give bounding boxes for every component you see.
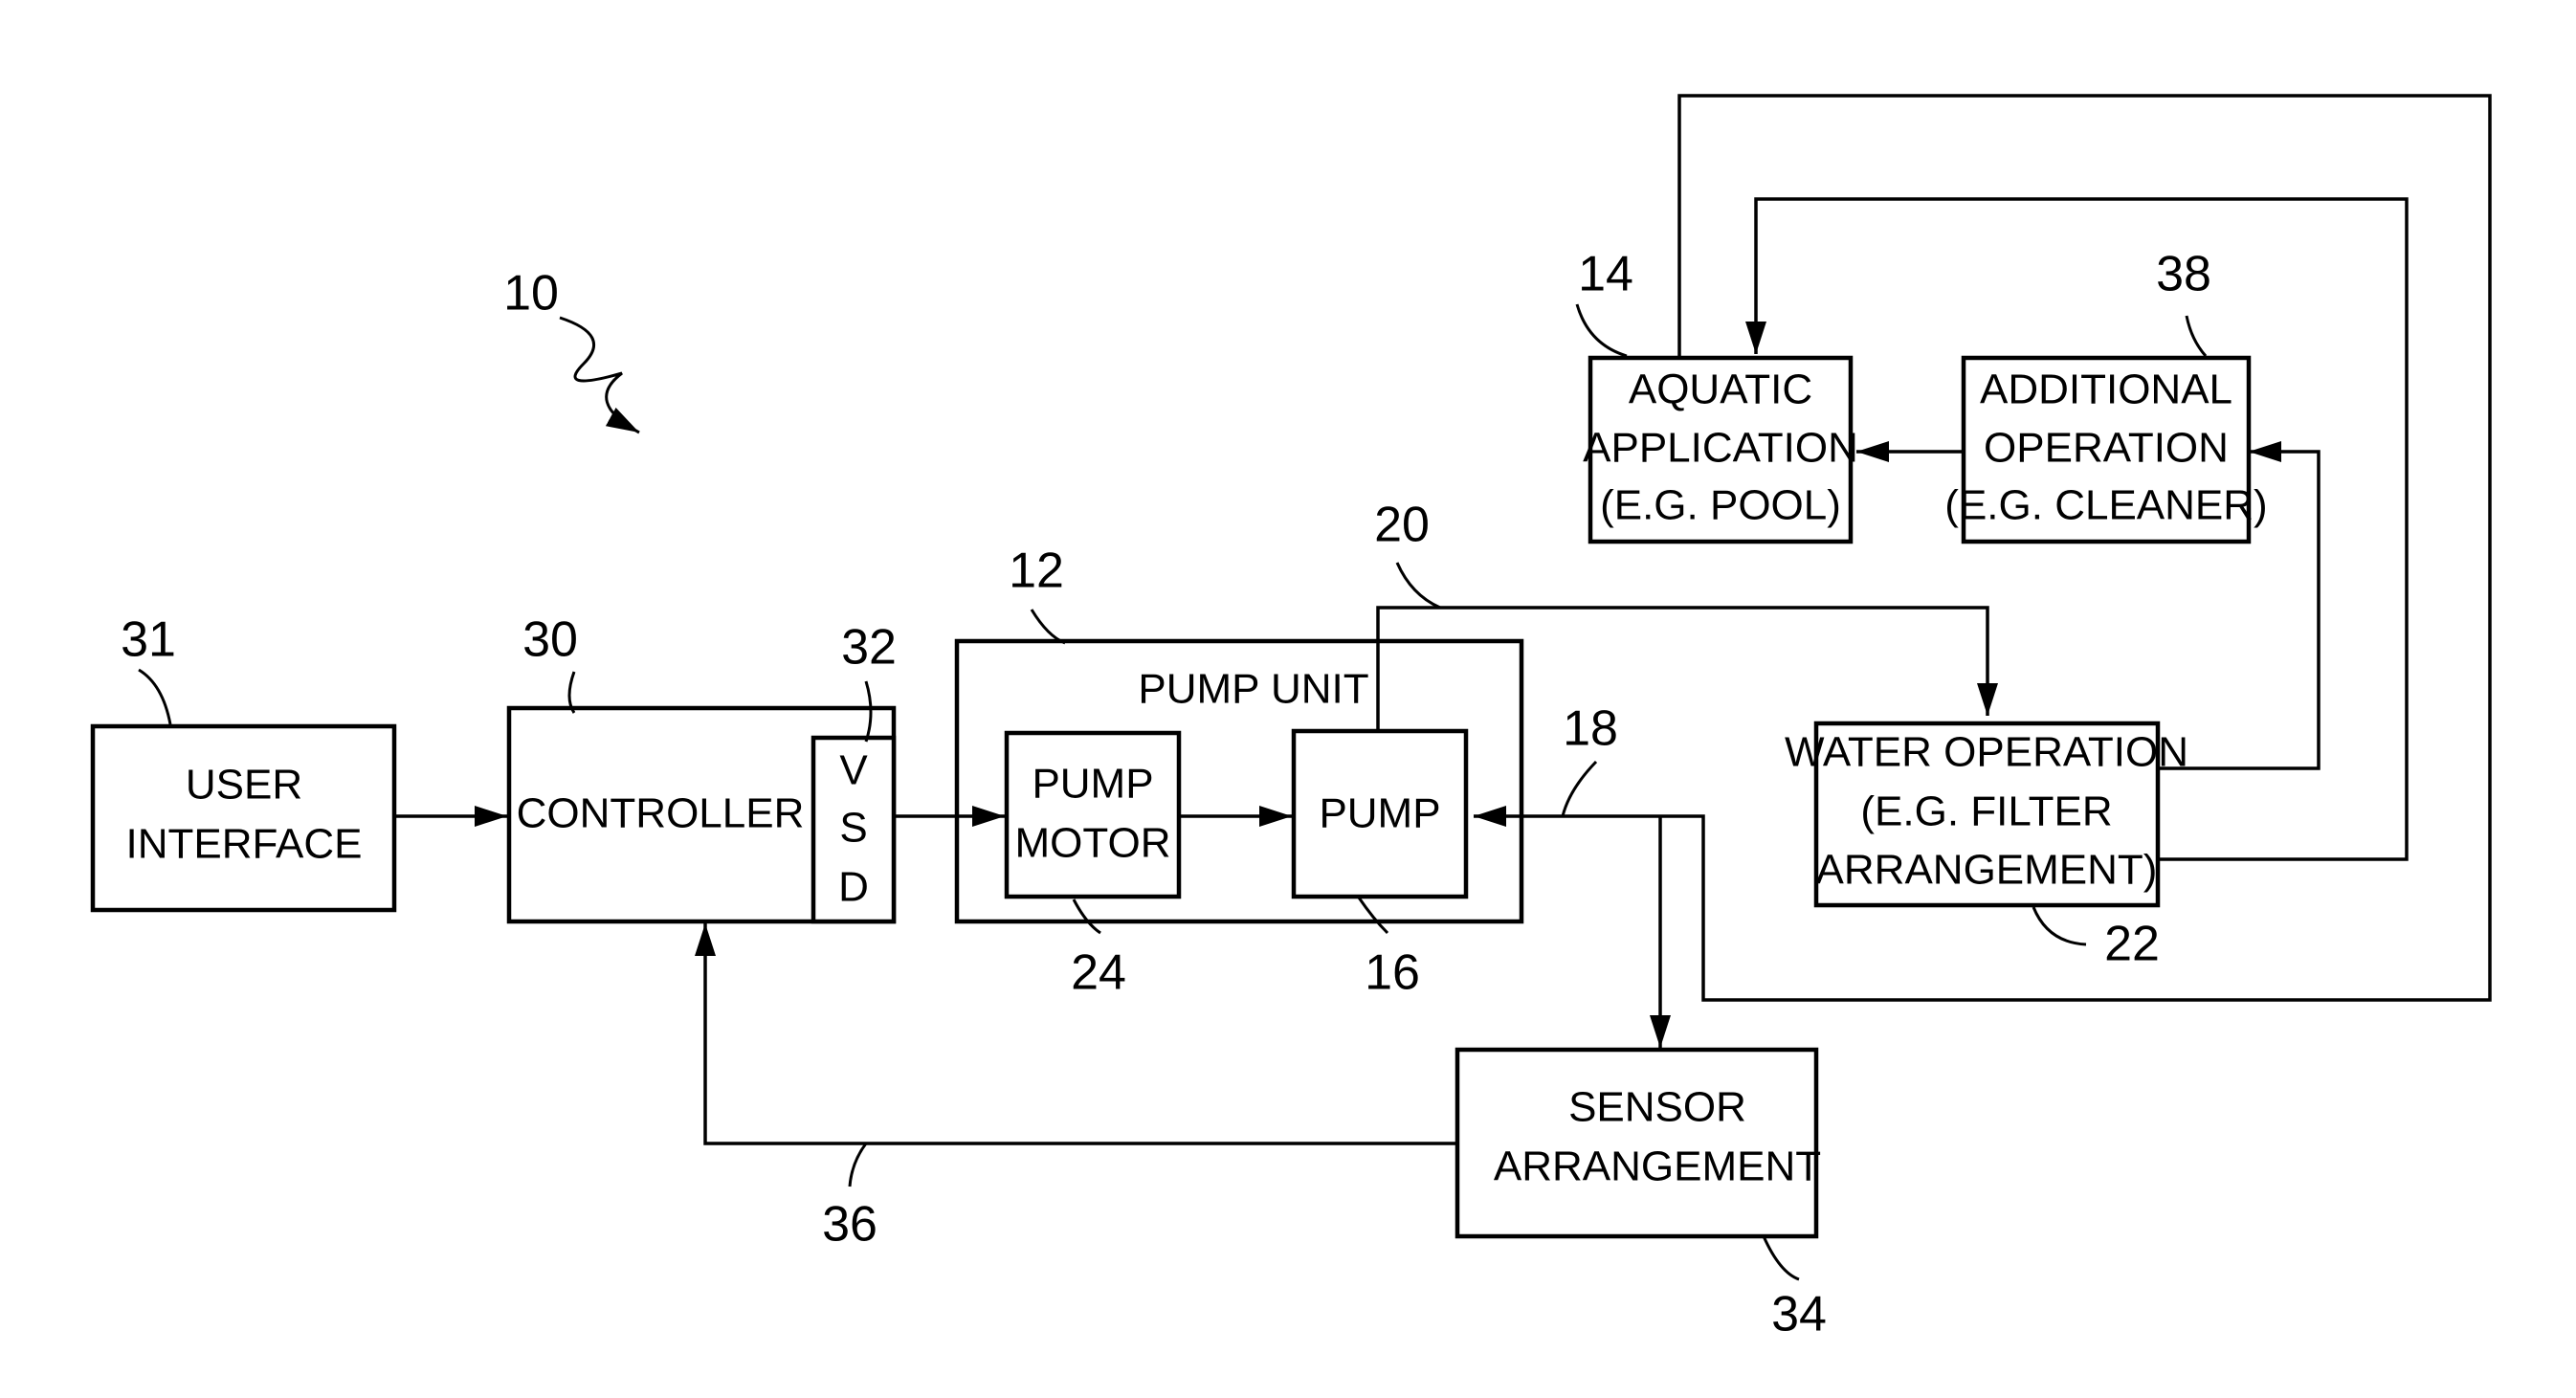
ref-20-leader	[1397, 563, 1440, 608]
ref-34: 34	[1771, 1287, 1827, 1343]
pump-motor-block: PUMP MOTOR	[1007, 733, 1179, 897]
ref-18: 18	[1563, 701, 1618, 757]
ref-36: 36	[822, 1197, 877, 1253]
ref-36-leader	[850, 1143, 866, 1187]
ref-22-leader	[2033, 907, 2086, 944]
water-op-label-3: ARRANGEMENT)	[1816, 847, 2158, 894]
ref-24-leader	[1074, 899, 1100, 933]
pump-label: PUMP	[1319, 790, 1440, 837]
ref-16-leader	[1359, 898, 1388, 933]
aquatic-label-1: AQUATIC	[1629, 366, 1812, 413]
pump-motor-label-1: PUMP	[1032, 761, 1153, 808]
water-operation-block: WATER OPERATION (E.G. FILTER ARRANGEMENT…	[1785, 723, 2188, 905]
ref-18-leader	[1563, 762, 1596, 816]
ref-20: 20	[1374, 498, 1430, 553]
ref-24: 24	[1071, 945, 1126, 1001]
vsd-block: V S D	[813, 738, 894, 921]
user-interface-label-2: INTERFACE	[126, 821, 363, 868]
sensor-label-1: SENSOR	[1568, 1084, 1746, 1131]
ref-32: 32	[841, 620, 897, 676]
ref-12-leader	[1032, 610, 1065, 643]
aquatic-application-block: AQUATIC APPLICATION (E.G. POOL)	[1583, 358, 1858, 542]
additional-label-2: OPERATION	[1984, 425, 2229, 472]
ref-31: 31	[121, 612, 176, 668]
pump-block: PUMP	[1294, 731, 1466, 897]
ref-16: 16	[1365, 945, 1420, 1001]
ref-10: 10	[503, 266, 559, 322]
pump-outlet-line	[1378, 608, 1988, 729]
aquatic-label-3: (E.G. POOL)	[1600, 482, 1841, 529]
user-interface-label-1: USER	[186, 762, 302, 809]
water-op-label-2: (E.G. FILTER	[1860, 788, 2112, 835]
vsd-label-d: D	[838, 864, 869, 911]
pump-motor-label-2: MOTOR	[1015, 820, 1171, 867]
aquatic-label-2: APPLICATION	[1583, 425, 1858, 472]
ref-34-leader	[1764, 1236, 1799, 1279]
water-op-label-1: WATER OPERATION	[1785, 729, 2188, 776]
ref-31-leader	[139, 670, 170, 724]
sensor-label-2: ARRANGEMENT	[1494, 1143, 1821, 1190]
ref-10-leader	[560, 318, 639, 433]
ref-22: 22	[2104, 917, 2160, 972]
additional-operation-block: ADDITIONAL OPERATION (E.G. CLEANER)	[1944, 358, 2267, 542]
vsd-label-v: V	[839, 747, 868, 794]
user-interface-block: USER INTERFACE	[93, 726, 394, 910]
ref-38-leader	[2187, 316, 2206, 356]
ref-12: 12	[1009, 544, 1064, 599]
vsd-label-s: S	[839, 805, 867, 852]
additional-label-1: ADDITIONAL	[1980, 366, 2232, 413]
controller-label: CONTROLLER	[517, 790, 805, 837]
additional-label-3: (E.G. CLEANER)	[1944, 482, 2267, 529]
ref-38: 38	[2156, 247, 2211, 302]
ref-14-leader	[1577, 304, 1627, 356]
ref-14: 14	[1578, 247, 1633, 302]
sensor-arrangement-block: SENSOR ARRANGEMENT	[1457, 1050, 1821, 1236]
pump-unit-label: PUMP UNIT	[1138, 666, 1368, 713]
ref-30: 30	[522, 612, 578, 668]
